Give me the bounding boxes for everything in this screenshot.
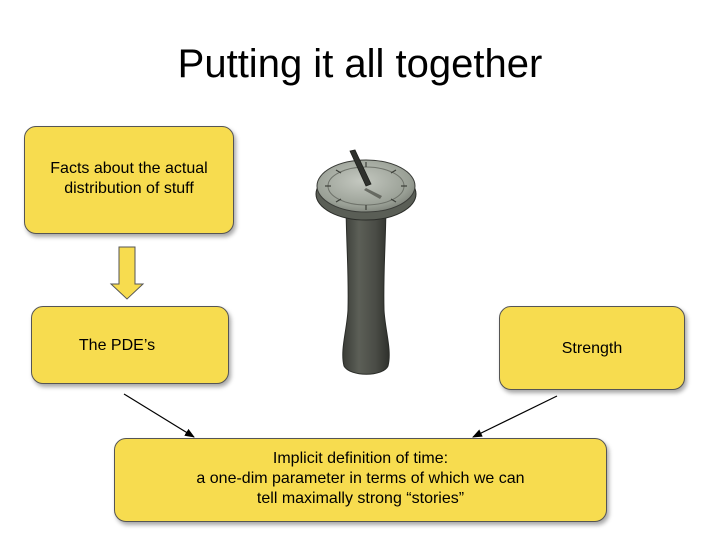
pde-to-time-arrow (123, 393, 195, 438)
time-line-1: Implicit definition of time: (272, 450, 449, 467)
time-line-3: tell maximally strong “stories” (256, 490, 465, 507)
facts-line-2: distribution of stuff (64, 180, 194, 197)
facts-line-1: Facts about the actual (50, 160, 208, 177)
down-arrow-icon (109, 246, 145, 300)
sundial-image (315, 149, 417, 375)
time-definition-box: Implicit definition of time: a one-dim p… (114, 438, 607, 522)
strength-to-time-arrow (472, 395, 558, 438)
pde-box: The PDE’s (31, 306, 229, 384)
pde-label: The PDE’s (78, 337, 156, 354)
strength-label: Strength (561, 340, 623, 357)
strength-box: Strength (499, 306, 685, 390)
time-line-2: a one-dim parameter in terms of which we… (196, 470, 525, 487)
facts-box: Facts about the actual distribution of s… (24, 126, 234, 234)
slide-title: Putting it all together (177, 42, 543, 86)
